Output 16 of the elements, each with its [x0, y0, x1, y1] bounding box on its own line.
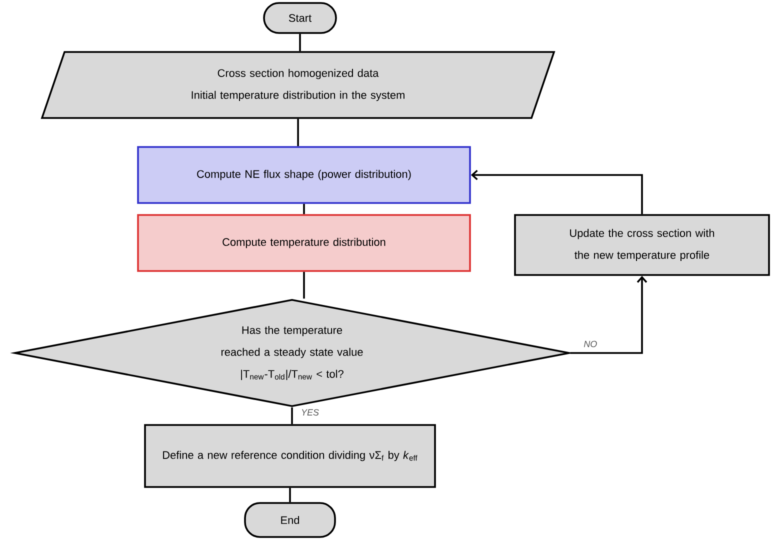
process-box: Compute NE flux shape (power distribution)	[137, 146, 471, 204]
terminal-stadium: Start	[263, 2, 337, 34]
process-box: Define a new reference condition dividing νΣ$_{f}$ by k$_{eff}$	[144, 424, 436, 488]
connector-line	[303, 272, 305, 299]
connector-line	[303, 204, 305, 214]
process-box: Compute temperature distribution	[137, 214, 471, 272]
edge-label: YES	[302, 409, 319, 416]
edge-label: NO	[584, 340, 597, 348]
connector-line	[297, 118, 299, 146]
arrow	[570, 276, 648, 354]
process-box: Update the cross section with the new temperature profile	[514, 214, 770, 276]
connector-line	[299, 34, 301, 52]
arrow	[470, 170, 643, 214]
connector-line	[289, 488, 291, 502]
terminal-stadium: End	[244, 502, 336, 538]
connector-line	[291, 407, 293, 424]
